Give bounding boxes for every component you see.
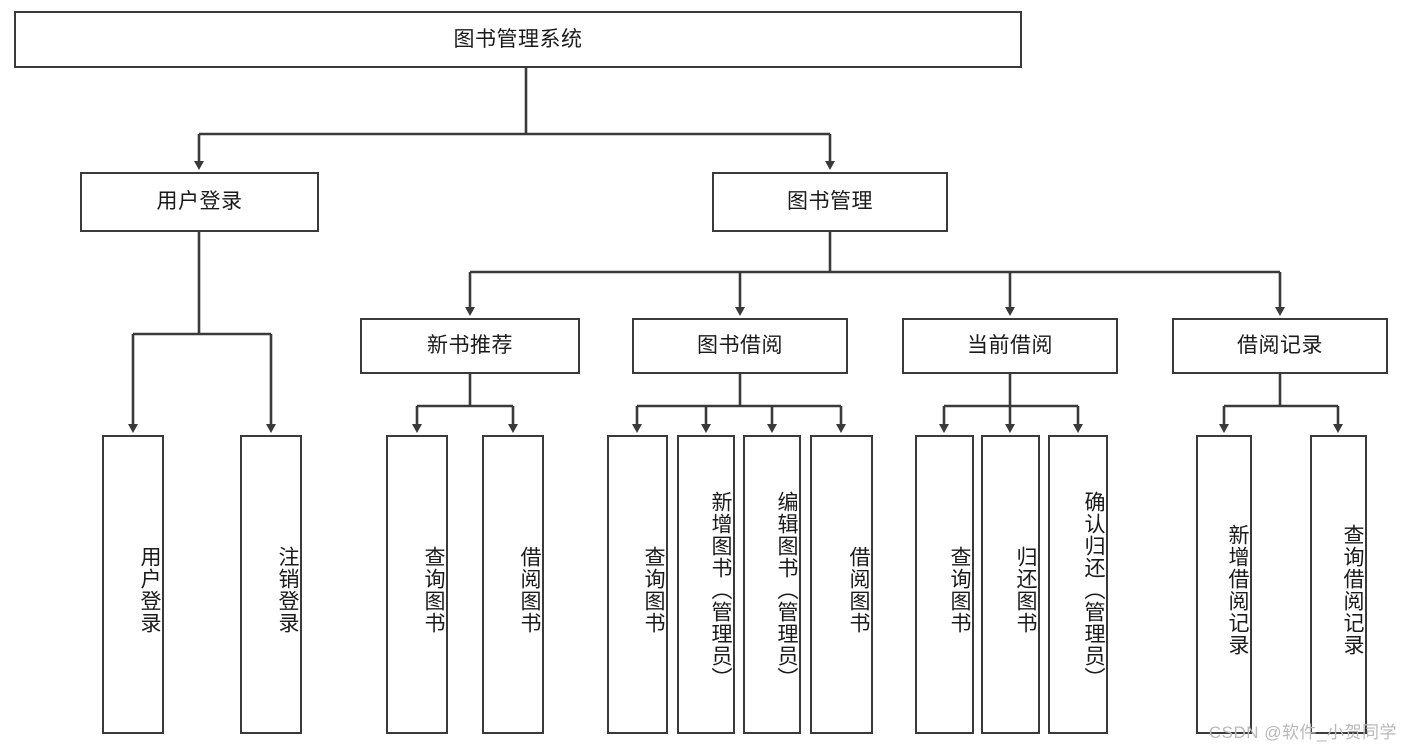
leaf-confirm-return-admin[interactable]: 确认归还（管理员） <box>1048 435 1108 734</box>
leaf-edit-book-admin-label: 编辑图书（管理员） <box>775 490 798 689</box>
leaf-return-book-label: 归还图书 <box>1014 545 1037 634</box>
node-new-book-recommend[interactable]: 新书推荐 <box>360 318 580 374</box>
leaf-borrow-book[interactable]: 借阅图书 <box>810 435 873 734</box>
leaf-query-book-recommend-label: 查询图书 <box>422 545 445 634</box>
leaf-return-book[interactable]: 归还图书 <box>981 435 1040 734</box>
node-user-login[interactable]: 用户登录 <box>80 172 319 232</box>
leaf-edit-book-admin[interactable]: 编辑图书（管理员） <box>743 435 801 734</box>
node-book-management-label: 图书管理 <box>787 190 873 214</box>
leaf-query-book[interactable]: 查询图书 <box>607 435 668 734</box>
node-book-borrow-label: 图书借阅 <box>697 334 783 358</box>
leaf-borrow-book-recommend-label: 借阅图书 <box>518 545 541 634</box>
leaf-add-book-admin-label: 新增图书（管理员） <box>709 490 732 689</box>
node-user-login-label: 用户登录 <box>156 190 243 214</box>
node-current-borrow-label: 当前借阅 <box>967 334 1053 358</box>
leaf-borrow-book-label: 借阅图书 <box>847 545 870 634</box>
leaf-query-book-label: 查询图书 <box>642 545 665 634</box>
node-borrow-records[interactable]: 借阅记录 <box>1172 318 1388 374</box>
leaf-query-book-current[interactable]: 查询图书 <box>915 435 974 734</box>
node-book-management[interactable]: 图书管理 <box>712 172 948 232</box>
leaf-logout-label: 注销登录 <box>276 545 299 634</box>
leaf-confirm-return-admin-label: 确认归还（管理员） <box>1082 490 1105 689</box>
leaf-user-login-label: 用户登录 <box>138 545 161 634</box>
leaf-add-borrow-record[interactable]: 新增借阅记录 <box>1196 435 1252 734</box>
node-root-label: 图书管理系统 <box>453 27 583 51</box>
leaf-borrow-book-recommend[interactable]: 借阅图书 <box>482 435 544 734</box>
leaf-add-book-admin[interactable]: 新增图书（管理员） <box>677 435 735 734</box>
node-borrow-records-label: 借阅记录 <box>1237 334 1323 358</box>
node-book-borrow[interactable]: 图书借阅 <box>632 318 848 374</box>
leaf-query-borrow-record-label: 查询借阅记录 <box>1341 523 1364 656</box>
leaf-query-borrow-record[interactable]: 查询借阅记录 <box>1310 435 1367 734</box>
watermark-text: CSDN @软件_小贺同学 <box>1208 723 1397 742</box>
leaf-logout[interactable]: 注销登录 <box>240 435 302 734</box>
node-root[interactable]: 图书管理系统 <box>14 11 1022 68</box>
leaf-add-borrow-record-label: 新增借阅记录 <box>1226 523 1249 656</box>
leaf-user-login[interactable]: 用户登录 <box>102 435 164 734</box>
leaf-query-book-current-label: 查询图书 <box>948 545 971 634</box>
node-new-book-recommend-label: 新书推荐 <box>427 334 513 358</box>
node-current-borrow[interactable]: 当前借阅 <box>902 318 1118 374</box>
leaf-query-book-recommend[interactable]: 查询图书 <box>386 435 448 734</box>
